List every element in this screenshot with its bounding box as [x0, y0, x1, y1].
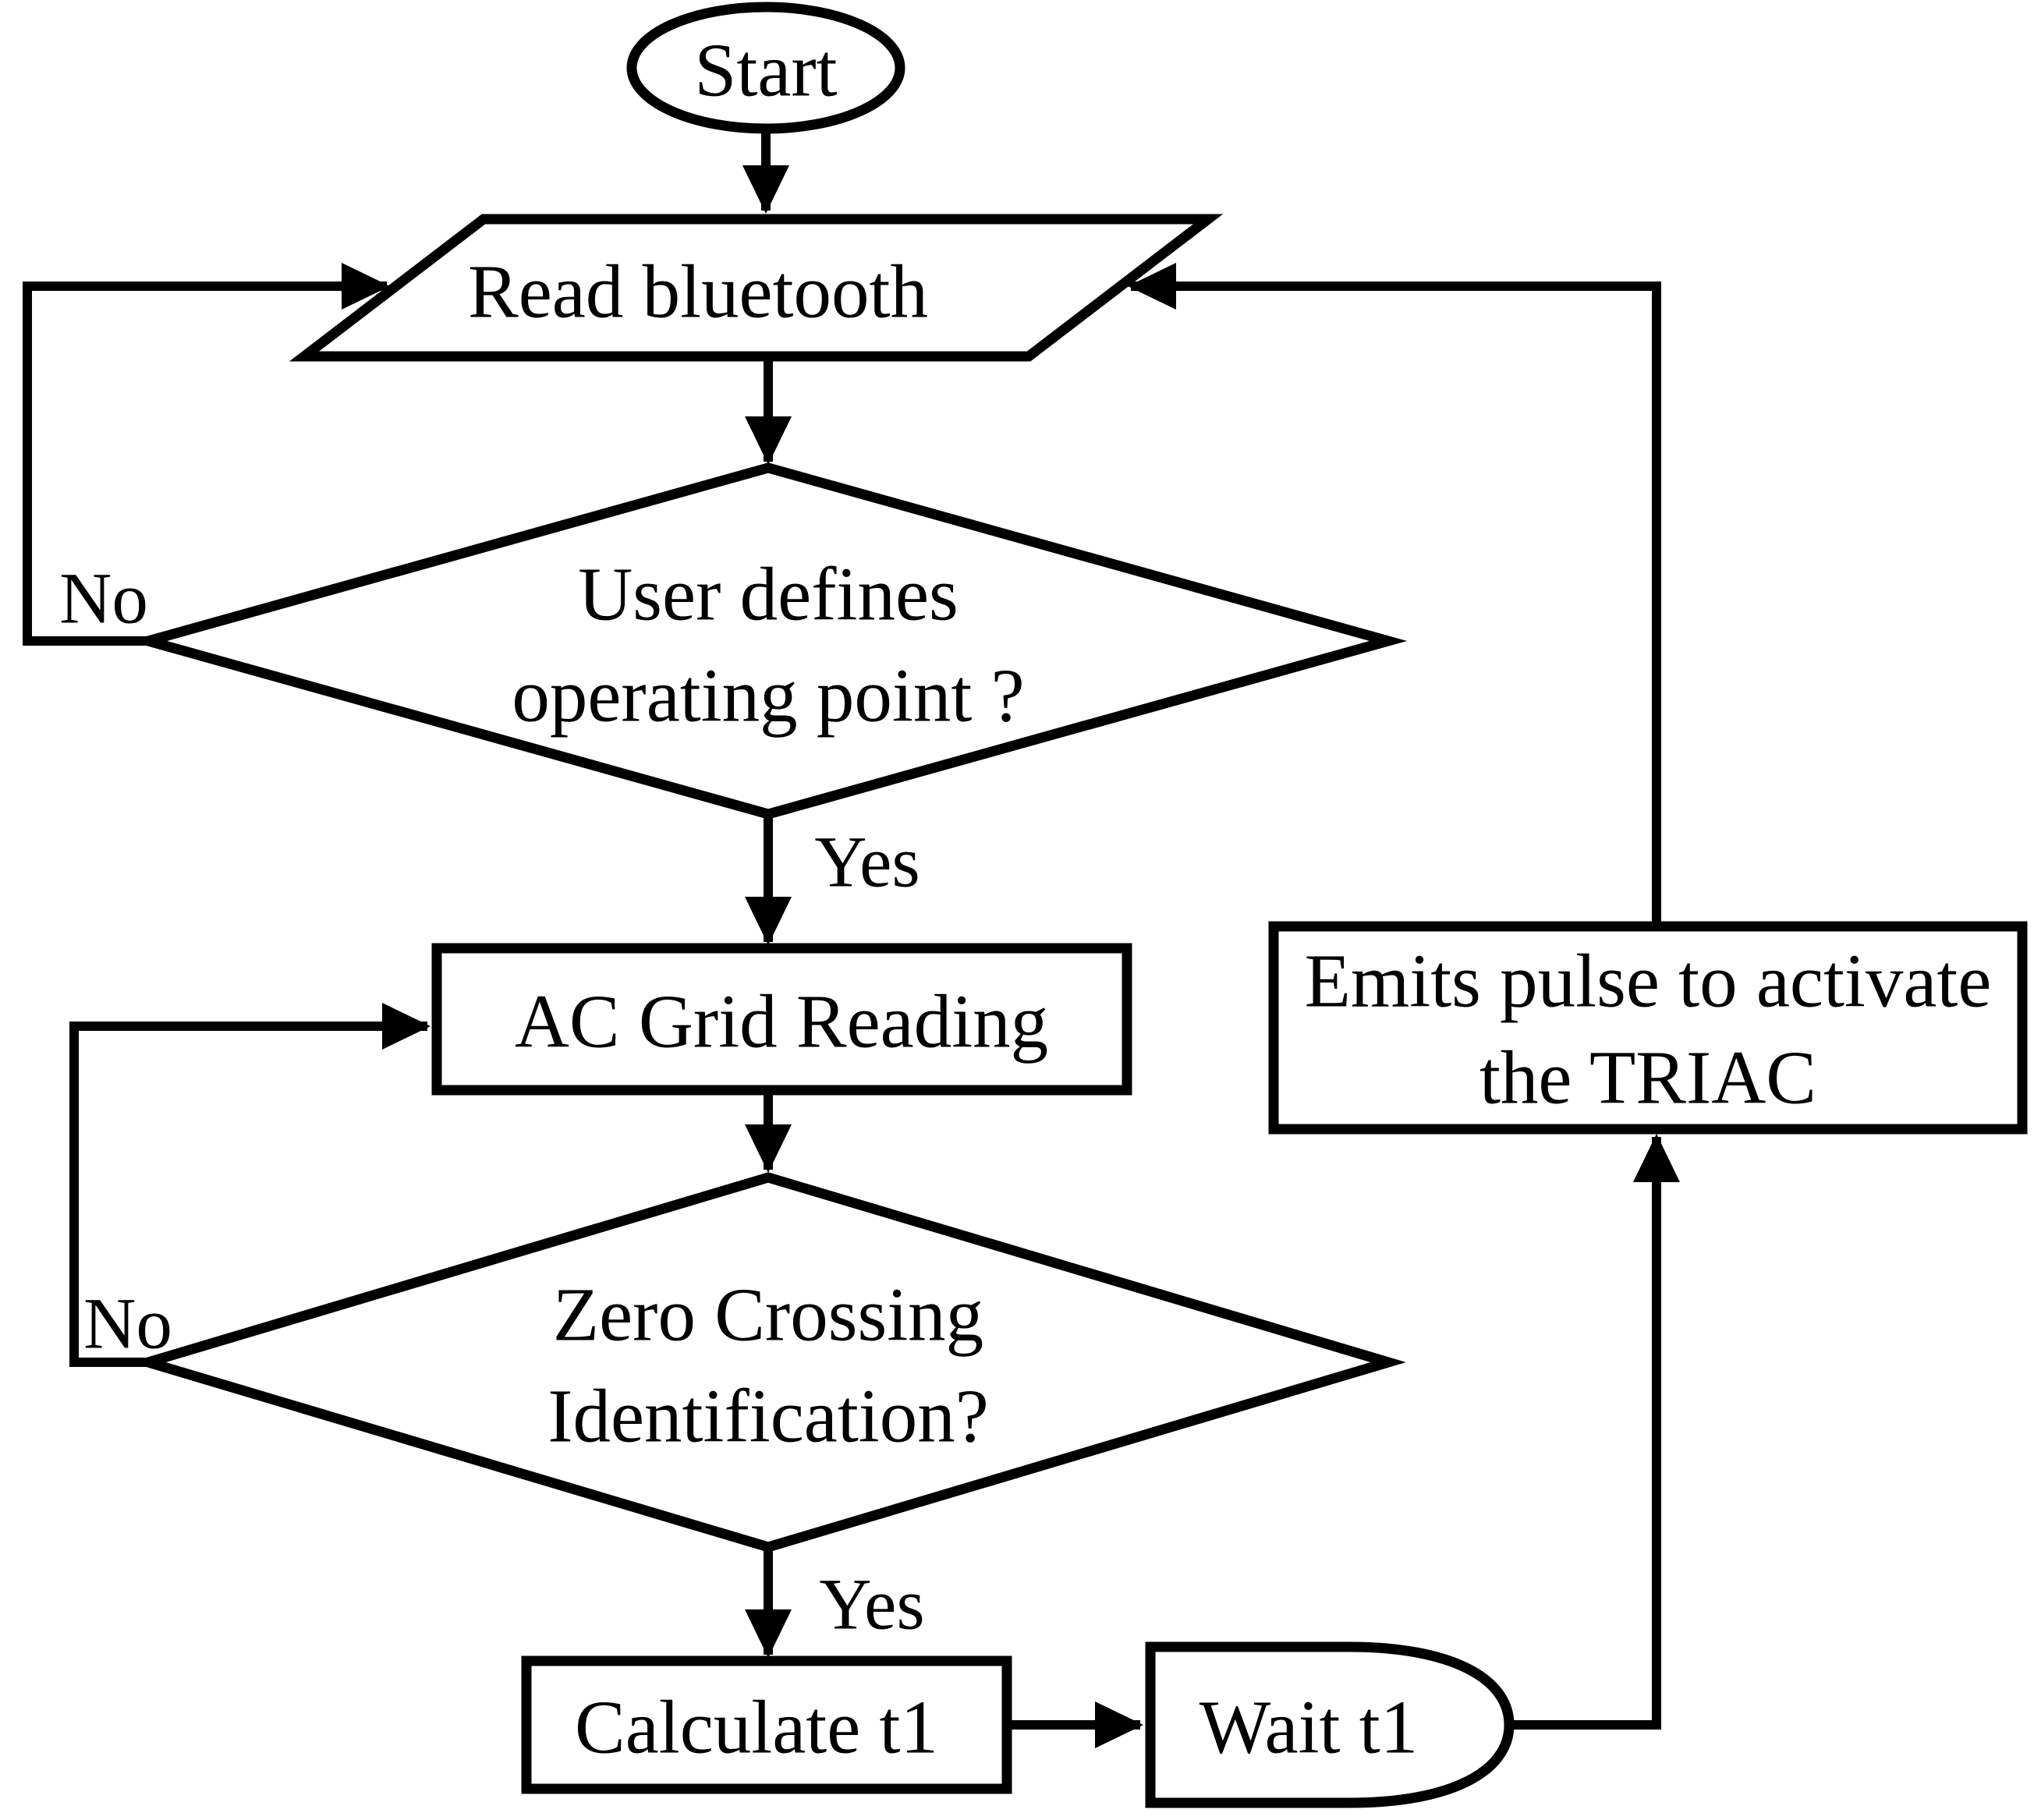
emits-pulse-label-line2: the TRIAC: [1479, 1036, 1816, 1120]
read-bluetooth-node: Read bluetooth: [289, 214, 1224, 362]
edge-zero-crossing-no-loop: [69, 1003, 431, 1367]
zero-crossing-no-label: No: [83, 1284, 172, 1365]
user-defines-no-label: No: [59, 559, 148, 639]
edge-user-defines-no-loop: [23, 263, 390, 646]
start-label: Start: [694, 29, 837, 112]
edge-wait-to-emits-pulse: [1509, 1134, 1680, 1730]
user-defines-decision-node: User defines operating point ?: [129, 462, 1408, 820]
zero-crossing-label-line1: Zero Crossing: [553, 1273, 983, 1357]
zero-crossing-label-line2: Identification?: [547, 1375, 989, 1458]
calculate-t1-node: Calculate t1: [521, 1655, 1012, 1794]
ac-grid-reading-node: AC Grid Reading: [431, 943, 1132, 1096]
ac-grid-reading-label: AC Grid Reading: [515, 980, 1048, 1064]
edge-emits-pulse-to-read-bluetooth: [1128, 263, 1661, 926]
emits-pulse-label-line1: Emits pulse to activate: [1305, 940, 1992, 1023]
wait-t1-delay-shape: [1145, 1641, 1515, 1808]
read-bluetooth-io-shape: [289, 214, 1224, 362]
start-node: Start: [626, 2, 905, 134]
edge-labels: No Yes No Yes: [59, 559, 925, 1645]
user-defines-diamond-shape: [129, 462, 1408, 820]
edges: [23, 130, 1680, 1748]
user-defines-label-line1: User defines: [578, 553, 959, 636]
emits-pulse-node: Emits pulse to activate the TRIAC: [1268, 921, 2028, 1135]
start-terminator-shape: [626, 2, 905, 134]
zero-crossing-decision-node: Zero Crossing Identification?: [130, 1172, 1406, 1553]
wait-t1-label: Wait t1: [1199, 1686, 1418, 1769]
calculate-t1-process-shape: [521, 1655, 1012, 1794]
user-defines-yes-label: Yes: [814, 823, 920, 903]
zero-crossing-yes-label: Yes: [819, 1565, 924, 1645]
ac-grid-reading-process-shape: [431, 943, 1132, 1096]
read-bluetooth-label: Read bluetooth: [468, 250, 928, 334]
wait-t1-node: Wait t1: [1145, 1641, 1515, 1808]
calculate-t1-label: Calculate t1: [575, 1686, 938, 1769]
zero-crossing-diamond-shape: [130, 1172, 1406, 1553]
user-defines-label-line2: operating point ?: [512, 654, 1024, 738]
emits-pulse-process-shape: [1268, 921, 2028, 1135]
